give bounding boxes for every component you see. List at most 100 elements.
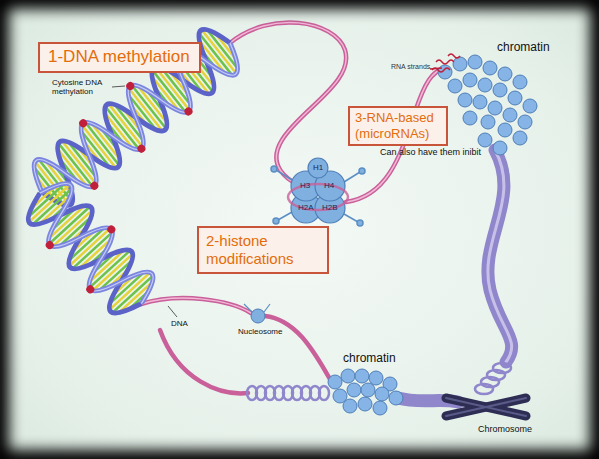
chromatin-beads-part bbox=[463, 111, 477, 125]
chromatin-beads-part bbox=[358, 397, 372, 411]
methyl-group bbox=[44, 202, 137, 295]
chromatin-beads-part bbox=[355, 369, 369, 383]
leader-line bbox=[168, 306, 177, 317]
chromatin-beads-part bbox=[328, 375, 342, 389]
histone-label: H3 bbox=[300, 181, 310, 190]
methyl-group-part bbox=[183, 106, 194, 117]
histone-label: H4 bbox=[324, 181, 334, 190]
histone-label: H1 bbox=[313, 163, 323, 172]
chromatin-beads-part bbox=[483, 61, 497, 75]
dna-thread-highlight-part bbox=[346, 68, 444, 202]
double-helix-part bbox=[19, 174, 162, 322]
chromatin-beads-part bbox=[508, 91, 522, 105]
chromatin-beads-part bbox=[453, 57, 467, 71]
histone-octamer-part-part bbox=[308, 158, 328, 178]
part-label: chromatin bbox=[343, 352, 396, 366]
methyl-group-part bbox=[44, 239, 55, 250]
chromosome-figure-part bbox=[446, 398, 526, 416]
box-text: 2-histone modifications bbox=[206, 232, 320, 268]
rna-strands bbox=[430, 54, 460, 72]
box-text: 1-DNA methylation bbox=[48, 47, 191, 67]
chromosome-figure bbox=[446, 398, 526, 416]
coiled-fiber-part bbox=[319, 386, 329, 400]
chromatin-beads-part bbox=[493, 83, 507, 97]
chromatin-beads-part bbox=[343, 399, 357, 413]
chromatin-beads bbox=[438, 55, 537, 155]
chromosome-figure-part bbox=[446, 398, 526, 416]
nucleosome-part bbox=[251, 309, 265, 323]
rna-strands-part bbox=[448, 54, 460, 58]
method-box: 2-histone modifications bbox=[197, 226, 329, 274]
chromatin-beads-part bbox=[523, 99, 537, 113]
chromatin-beads-part bbox=[347, 383, 361, 397]
methyl-group-part bbox=[125, 80, 136, 91]
method-box: 1-DNA methylation bbox=[38, 42, 201, 73]
chromatin-beads-part bbox=[458, 93, 472, 107]
coiled-fiber bbox=[247, 363, 511, 400]
dna-thread-highlight-part bbox=[230, 22, 346, 186]
chromatin-beads-part bbox=[488, 101, 502, 115]
chromosome-figure-part bbox=[446, 398, 526, 416]
part-label: Chromosome bbox=[478, 424, 532, 434]
chromatin-beads-part bbox=[513, 131, 527, 145]
histone-label: H2A bbox=[298, 203, 314, 212]
chromatin-fiber-part bbox=[488, 150, 512, 362]
chromatin-beads-part bbox=[448, 79, 462, 93]
double-helix-part bbox=[19, 174, 162, 322]
histone-label: H2B bbox=[322, 203, 338, 212]
histone-octamer-part-part bbox=[276, 170, 292, 180]
part-label: RNA strands bbox=[391, 63, 430, 71]
chromatin-beads-part bbox=[481, 115, 495, 129]
chromatin-fiber-highlight-part bbox=[488, 150, 512, 362]
histone-octamer-part-part bbox=[271, 166, 277, 172]
dna-thread-part bbox=[230, 22, 346, 186]
chromatin-fiber bbox=[398, 150, 512, 402]
chromatin-beads-part bbox=[463, 73, 477, 87]
double-helix bbox=[16, 171, 165, 325]
chromatin-beads-part bbox=[373, 401, 387, 415]
histone-octamer-part-part bbox=[273, 218, 279, 224]
chromatin-beads-part bbox=[389, 391, 403, 405]
chromatin-beads-part bbox=[468, 55, 482, 69]
chromatin-beads-part bbox=[478, 78, 492, 92]
histone-octamer-part-part bbox=[278, 212, 292, 220]
histone-octamer bbox=[271, 158, 365, 226]
dna-thread-part bbox=[160, 330, 248, 393]
chromatin-beads-part bbox=[375, 387, 389, 401]
coiled-fiber-part bbox=[475, 384, 493, 394]
histone-octamer-part-part bbox=[359, 168, 365, 174]
dna-thread-part bbox=[346, 68, 444, 202]
chromatin-beads-part bbox=[341, 369, 355, 383]
part-label: chromatin bbox=[497, 41, 550, 55]
part-label: DNA bbox=[171, 319, 188, 328]
method-box: 3-RNA-based (microRNAs) bbox=[348, 106, 448, 146]
dna-thread-part bbox=[265, 316, 333, 384]
rna-strands-part bbox=[436, 60, 454, 64]
histone-octamer-part-part bbox=[344, 172, 360, 182]
chromatin-beads-part bbox=[498, 67, 512, 81]
chromatin-beads-part bbox=[498, 123, 512, 137]
rna-strands-part bbox=[430, 68, 442, 69]
chromatin-beads bbox=[328, 369, 403, 415]
dna-thread-part bbox=[141, 298, 251, 313]
nucleosome bbox=[244, 304, 270, 323]
histone-octamer-part-part bbox=[357, 220, 363, 226]
histone-octamer-part-part bbox=[344, 214, 358, 222]
chromatin-beads-part bbox=[478, 133, 492, 147]
methyl-group-part bbox=[106, 224, 117, 235]
chromatin-beads-part bbox=[493, 141, 507, 155]
chromatin-fiber-highlight bbox=[488, 150, 512, 362]
histone-octamer-part bbox=[291, 158, 345, 223]
box-text: 3-RNA-based (microRNAs) bbox=[355, 110, 441, 141]
leader-line bbox=[112, 86, 125, 87]
note-text: Can also have them inibit bbox=[380, 147, 481, 157]
chromatin-beads-part bbox=[369, 371, 383, 385]
chromatin-beads-part bbox=[503, 108, 517, 122]
chromatin-beads-part bbox=[518, 115, 532, 129]
histone-octamer-part bbox=[288, 184, 348, 210]
part-label: Nucleosome bbox=[238, 327, 282, 336]
dna-thread-highlight-part bbox=[141, 298, 251, 313]
chromatin-beads-part bbox=[361, 383, 375, 397]
chromosome-figure-part bbox=[446, 398, 526, 416]
